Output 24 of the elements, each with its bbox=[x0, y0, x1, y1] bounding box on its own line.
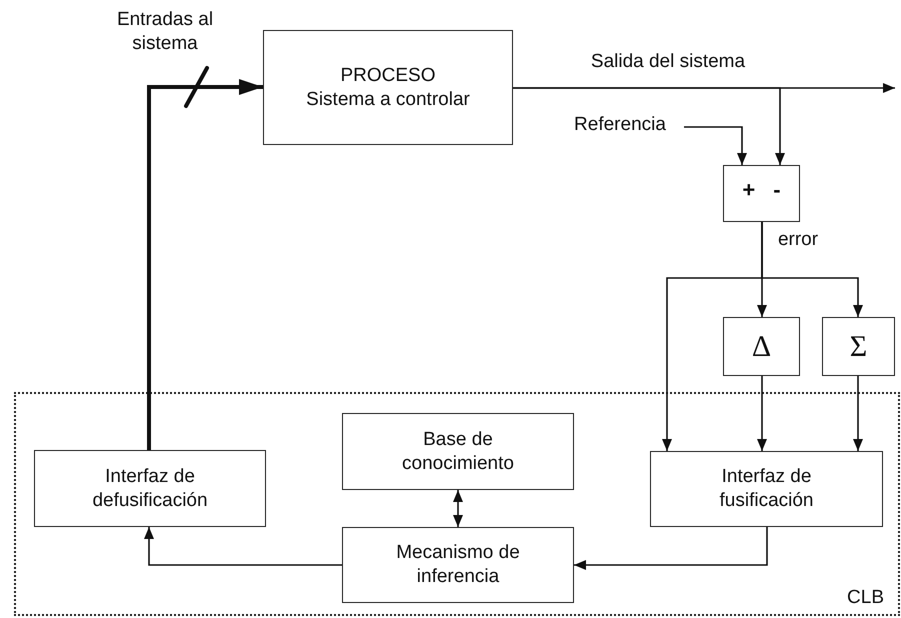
process-box bbox=[263, 30, 513, 145]
arrow bbox=[453, 490, 463, 527]
plus-sign: + bbox=[742, 176, 756, 204]
minus-sign: - bbox=[773, 176, 781, 204]
reference-label: Referencia bbox=[556, 110, 684, 140]
box-title: CLB bbox=[847, 586, 884, 610]
arrow bbox=[853, 376, 863, 451]
arrow bbox=[147, 79, 263, 450]
process-box: Base de conocimiento bbox=[342, 413, 574, 490]
comparator-box bbox=[723, 165, 800, 222]
box-title: PROCESO bbox=[340, 64, 436, 88]
controller-boundary bbox=[14, 392, 900, 616]
arrow bbox=[757, 376, 767, 451]
arrow bbox=[513, 87, 785, 165]
operator-box: Δ bbox=[723, 317, 800, 376]
arrow bbox=[574, 527, 768, 570]
box-subtitle: Sistema a controlar bbox=[306, 88, 470, 112]
process-box: Interfaz de fusificación bbox=[650, 451, 883, 527]
process-box: Mecanismo de inferencia bbox=[342, 527, 574, 603]
process-box: Interfaz de defusificación bbox=[34, 450, 266, 527]
arrow bbox=[662, 222, 763, 451]
arrow bbox=[684, 126, 747, 165]
arrow bbox=[144, 527, 342, 566]
operator-box: Σ bbox=[822, 317, 895, 376]
